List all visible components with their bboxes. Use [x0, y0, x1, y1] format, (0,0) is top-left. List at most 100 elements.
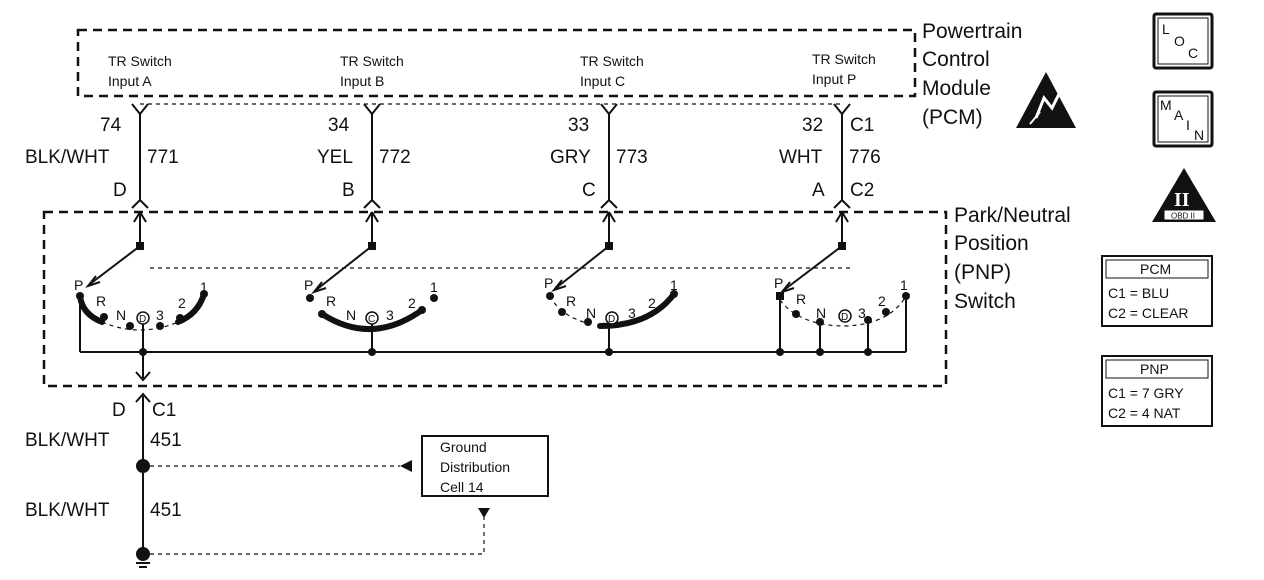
pos-2-b: 2: [408, 295, 416, 311]
contact-marker-c: D: [608, 314, 615, 325]
ground-wire-color-lower: BLK/WHT: [25, 500, 110, 521]
pos-r-p: R: [796, 291, 806, 307]
pnp-title-line-4: Switch: [954, 290, 1016, 313]
pcm-input-b-label: TR Switch Input B: [340, 53, 404, 89]
input-c-line-2: Input C: [580, 73, 625, 89]
loc-letter-c: C: [1188, 45, 1198, 61]
wire-input-p: [833, 103, 851, 209]
pnp-pin-d: D: [113, 180, 127, 201]
legend-pcm-line-1: C1 = BLU: [1108, 285, 1169, 301]
ground-box-line-1: Ground: [440, 439, 487, 455]
input-a-line-2: Input A: [108, 73, 152, 89]
ground-wire-color-upper: BLK/WHT: [25, 430, 110, 451]
pnp-pin-c: C: [582, 180, 596, 201]
wire-color-b: YEL: [317, 147, 353, 168]
pos-r-c: R: [566, 293, 576, 309]
pos-3-p: 3: [858, 305, 866, 321]
pcm-title-line-4: (PCM): [922, 106, 983, 129]
wire-color-c: GRY: [550, 147, 591, 168]
legend-pnp-title: PNP: [1140, 361, 1169, 377]
pnp-switch-section-b: C P R N 3 2 1: [304, 211, 438, 352]
pin-input-c: 33: [568, 115, 589, 136]
input-p-line-2: Input P: [812, 71, 856, 87]
wire-input-c: [600, 103, 618, 209]
contact-marker-b: C: [368, 314, 375, 325]
pos-2-p: 2: [878, 293, 886, 309]
pos-n-a: N: [116, 307, 126, 323]
pnp-title: Park/Neutral Position (PNP) Switch: [954, 204, 1071, 313]
input-p-line-1: TR Switch: [812, 51, 876, 67]
pos-1-p: 1: [900, 277, 908, 293]
input-b-line-1: TR Switch: [340, 53, 404, 69]
pnp-switch-section-c: D P R N 3 2 1: [544, 211, 678, 352]
ground-box-line-3: Cell 14: [440, 479, 484, 495]
pnp-title-line-1: Park/Neutral: [954, 204, 1071, 227]
pos-1-b: 1: [430, 279, 438, 295]
obd-ii-icon: II OBD II: [1152, 168, 1216, 222]
main-letter-a: A: [1174, 107, 1184, 123]
circuit-b: 772: [379, 147, 411, 168]
input-a-line-1: TR Switch: [108, 53, 172, 69]
pin-input-b: 34: [328, 115, 350, 136]
pnp-switch-section-a: D P R N 3 2 1: [74, 211, 208, 352]
pos-n-c: N: [586, 305, 596, 321]
pnp-title-line-2: Position: [954, 232, 1029, 255]
pnp-switch-section-p: D P R N 3 2 1: [774, 211, 910, 352]
ground-circuit-upper: 451: [150, 430, 182, 451]
connector-c2-top: C2: [850, 180, 874, 201]
pos-2-c: 2: [648, 295, 656, 311]
pin-input-a: 74: [100, 115, 122, 136]
pos-p-b: P: [304, 277, 313, 293]
legend-pcm-title: PCM: [1140, 261, 1171, 277]
ground-ref-arrow-upper: [400, 460, 412, 472]
pcm-title: Powertrain Control Module (PCM): [922, 20, 1022, 129]
loc-icon: L O C: [1152, 12, 1214, 70]
pcm-input-c-label: TR Switch Input C: [580, 53, 644, 89]
main-letter-n: N: [1194, 127, 1204, 143]
pcm-title-line-1: Powertrain: [922, 20, 1022, 43]
pin-input-p: 32: [802, 115, 823, 136]
main-letter-i: I: [1186, 117, 1190, 133]
pos-p-a: P: [74, 277, 83, 293]
pos-p-c: P: [544, 275, 553, 291]
legend-pnp-line-1: C1 = 7 GRY: [1108, 385, 1184, 401]
ground-pin: D: [112, 400, 126, 421]
ground-box-line-2: Distribution: [440, 459, 510, 475]
loc-letter-o: O: [1174, 33, 1185, 49]
pos-1-c: 1: [670, 277, 678, 293]
pos-1-a: 1: [200, 279, 208, 295]
pos-n-b: N: [346, 307, 356, 323]
pcm-input-a-label: TR Switch Input A: [108, 53, 172, 89]
pos-r-b: R: [326, 293, 336, 309]
pos-r-a: R: [96, 293, 106, 309]
input-b-line-2: Input B: [340, 73, 384, 89]
obd-numeral: II: [1174, 189, 1190, 211]
pnp-title-line-3: (PNP): [954, 261, 1011, 284]
pcm-module-border: [76, 28, 917, 98]
esd-warning-icon: [1016, 72, 1076, 128]
pos-n-p: N: [816, 305, 826, 321]
pos-3-b: 3: [386, 307, 394, 323]
main-letter-m: M: [1160, 97, 1172, 113]
wire-input-a: [131, 103, 149, 209]
pos-2-a: 2: [178, 295, 186, 311]
pcm-title-line-3: Module: [922, 77, 991, 100]
wire-color-p: WHT: [779, 147, 823, 168]
legend-pnp: PNP C1 = 7 GRY C2 = 4 NAT: [1101, 355, 1213, 427]
connector-c1-top: C1: [850, 115, 874, 136]
bus-junctions: [139, 348, 872, 356]
circuit-p: 776: [849, 147, 881, 168]
pos-p-p: P: [774, 275, 783, 291]
ground-connector: C1: [152, 400, 176, 421]
ground-ref-arrow-lower: [478, 508, 490, 518]
pos-3-a: 3: [156, 307, 164, 323]
ground-ref-line-lower: [150, 516, 485, 555]
pcm-input-p-label: TR Switch Input P: [812, 51, 876, 87]
input-c-line-1: TR Switch: [580, 53, 644, 69]
legend-pcm-line-2: C2 = CLEAR: [1108, 305, 1189, 321]
pnp-switch-border: [42, 210, 948, 388]
contact-marker-p: D: [841, 312, 848, 323]
pcm-title-line-2: Control: [922, 48, 990, 71]
legend-pcm: PCM C1 = BLU C2 = CLEAR: [1101, 255, 1213, 327]
ground-wire: [135, 352, 151, 568]
